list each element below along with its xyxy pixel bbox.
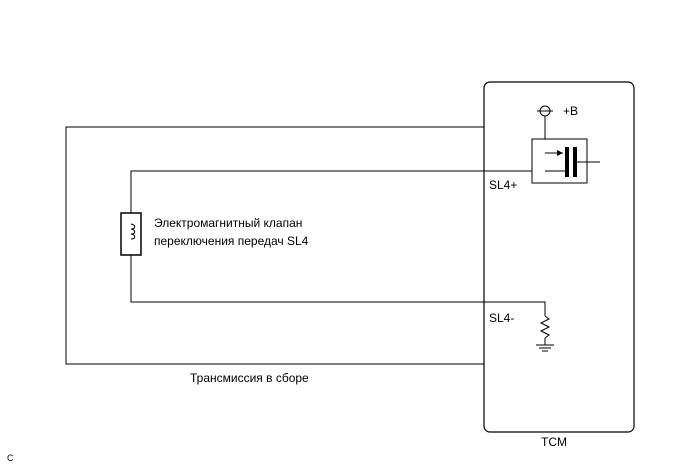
ground-resistor-icon — [536, 315, 554, 352]
tcm-box — [483, 81, 635, 433]
power-label: +B — [563, 104, 578, 118]
wire-sl4-minus — [130, 255, 546, 316]
solenoid-label-line1: Электромагнитный клапан — [154, 216, 302, 230]
transmission-boundary — [65, 126, 484, 365]
pin-sl4-minus-label: SL4- — [489, 311, 514, 325]
pin-sl4-plus-label: SL4+ — [489, 178, 517, 192]
solenoid-label-line2: переключения передач SL4 — [154, 234, 309, 248]
assembly-label: Трансмиссия в сборе — [190, 371, 309, 385]
ecu-label: TCM — [541, 435, 567, 449]
solenoid-icon — [120, 212, 142, 256]
corner-mark: C — [7, 453, 14, 463]
wire-sl4-plus — [130, 170, 532, 213]
driver-transistor-icon — [531, 138, 600, 184]
